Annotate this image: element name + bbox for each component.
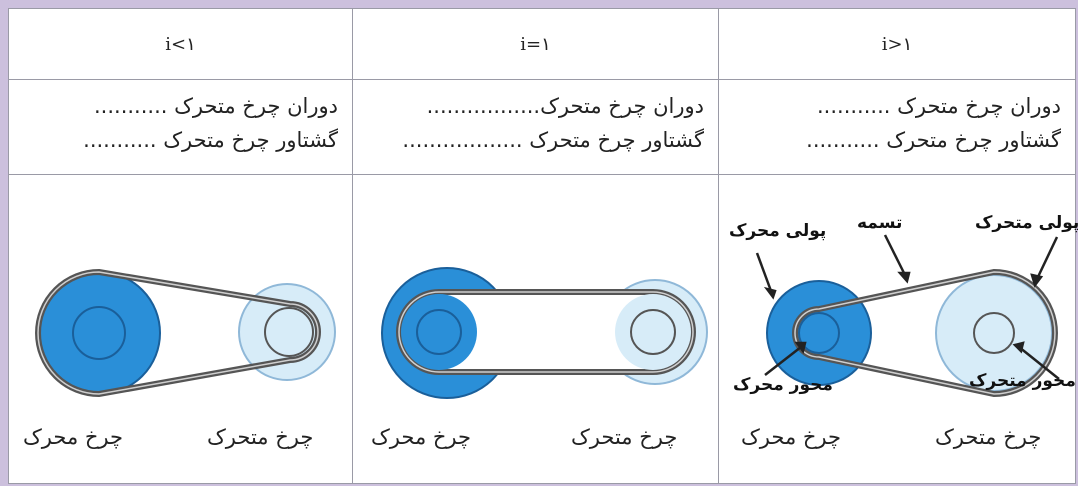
ratio-header: i=۱ — [353, 9, 718, 80]
driven-pulley-arrowhead — [1030, 273, 1044, 288]
rotation-question: دوران چرخ متحرک ........... — [817, 94, 1061, 118]
driver-pulley-arrow — [755, 252, 773, 292]
driver-axis-arrowhead — [794, 341, 807, 354]
pulley-diagram — [35, 268, 336, 398]
driven-wheel-label: چرخ متحرک — [571, 425, 678, 449]
driven-axis-arrow — [1018, 346, 1060, 380]
pulley-diagram — [381, 267, 708, 399]
driver-axis-arrow — [764, 346, 802, 376]
driven-pulley — [238, 283, 336, 381]
driven-pulley-arrow — [1035, 236, 1059, 280]
belt-arrowhead — [897, 271, 911, 284]
driven-hub — [615, 294, 691, 370]
ratio-label: i<۱ — [165, 33, 196, 55]
driven-axis-callout: محور متحرک — [969, 371, 1076, 391]
belt-highlight — [37, 271, 319, 395]
driver-pulley-arrowhead — [763, 286, 777, 300]
figure-cell: چرخ محرک چرخ متحرک — [9, 175, 352, 483]
callout-arrows — [755, 234, 1060, 380]
column-ratio-less: i<۱ دوران چرخ متحرک ........... گشتاور چ… — [9, 9, 353, 483]
driven-pulley-callout: پولی متحرک — [975, 213, 1078, 233]
rotation-question: دوران چرخ متحرک ........... — [94, 94, 338, 118]
driver-axis-ring — [416, 309, 462, 355]
ratio-label: i>۱ — [881, 33, 913, 55]
belt-highlight — [794, 271, 1056, 395]
driven-axis-ring — [630, 309, 676, 355]
driven-wheel-label: چرخ متحرک — [935, 425, 1042, 449]
driver-wheel-label: چرخ محرک — [371, 425, 471, 449]
torque-question: گشتاور چرخ متحرک ........... — [83, 128, 338, 152]
question-cell: دوران چرخ متحرک ........... گشتاور چرخ م… — [9, 79, 352, 175]
belt-highlight — [398, 291, 694, 373]
question-cell: دوران چرخ متحرک ........... گشتاور چرخ م… — [719, 79, 1075, 175]
column-ratio-greater: i>۱ دوران چرخ متحرک ........... گشتاور چ… — [719, 9, 1078, 483]
torque-question: گشتاور چرخ متحرک .................. — [402, 128, 704, 152]
ratio-label: i=۱ — [520, 33, 551, 55]
ratio-header: i<۱ — [9, 9, 352, 80]
driver-pulley-callout: پولی محرک — [729, 221, 827, 241]
rotation-question: دوران چرخ متحرک................. — [426, 94, 704, 118]
driver-wheel-label: چرخ محرک — [741, 425, 841, 449]
figure-cell: چرخ محرک چرخ متحرک — [353, 175, 718, 483]
figure-cell: پولی محرک تسمه پولی متحرک محور محرک محور… — [719, 175, 1078, 483]
belt-interior — [399, 292, 693, 372]
driven-axis-ring — [973, 312, 1015, 354]
driver-axis-ring — [72, 306, 126, 360]
question-cell: دوران چرخ متحرک................. گشتاور … — [353, 79, 718, 175]
driven-wheel-label: چرخ متحرک — [207, 425, 314, 449]
belt-arrow — [883, 234, 907, 276]
belt-callout: تسمه — [857, 213, 903, 233]
driver-axis-ring — [798, 312, 840, 354]
driver-wheel-label: چرخ محرک — [23, 425, 123, 449]
driver-hub — [401, 294, 477, 370]
torque-question: گشتاور چرخ متحرک ........... — [806, 128, 1061, 152]
driver-axis-callout: محور محرک — [733, 375, 833, 395]
driven-axis-ring — [264, 307, 314, 357]
ratio-header: i>۱ — [719, 9, 1075, 80]
driver-pulley — [766, 280, 872, 386]
column-ratio-equal: i=۱ دوران چرخ متحرک................. گشت… — [353, 9, 719, 483]
ratio-table: i<۱ دوران چرخ متحرک ........... گشتاور چ… — [8, 8, 1078, 484]
driven-axis-arrowhead — [1012, 341, 1025, 354]
pulley-diagram — [755, 234, 1060, 398]
